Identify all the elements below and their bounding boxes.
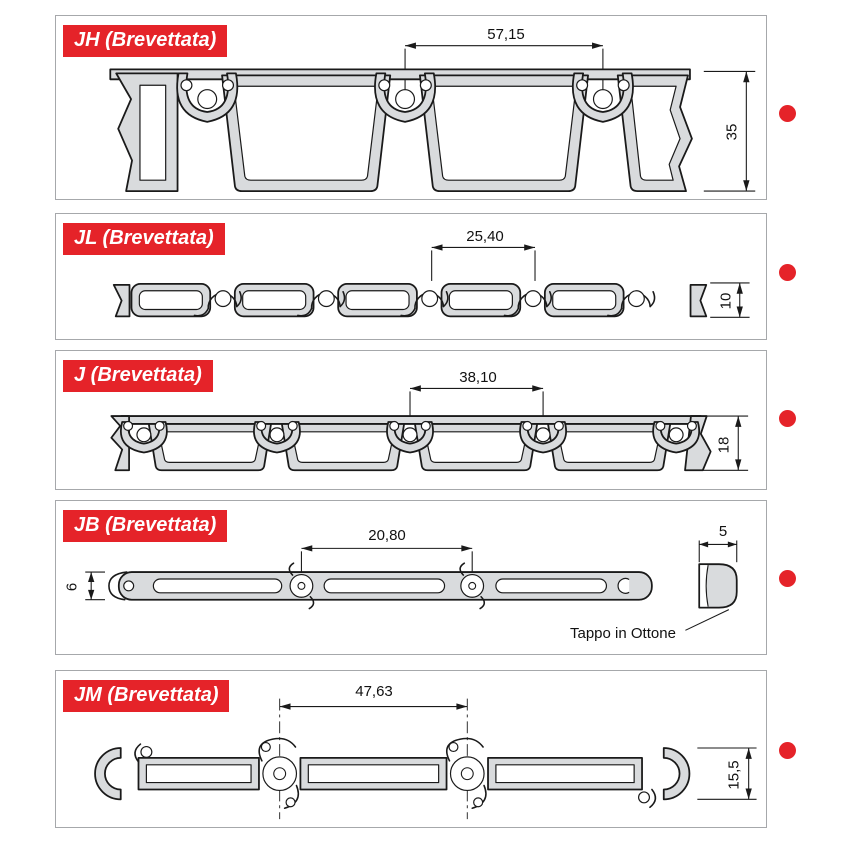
jl-label: JL (Brevettata) <box>63 223 225 255</box>
jl-profile-drawing <box>112 244 750 318</box>
panel-jb: JB (Brevettata) 20,80 5 6 Tappo in Otton… <box>55 500 767 655</box>
jb-height-dimension: 6 <box>63 582 81 592</box>
red-dot-marker <box>779 264 796 281</box>
jl-width-dimension: 25,40 <box>466 228 504 245</box>
panel-jh: JH (Brevettata) 57,15 35 <box>55 15 767 200</box>
jm-height-dimension: 15,5 <box>725 760 743 790</box>
j-width-dimension: 38,10 <box>459 369 497 386</box>
red-dot-marker <box>779 410 796 427</box>
j-label: J (Brevettata) <box>63 360 213 392</box>
jh-profile-drawing <box>109 42 756 192</box>
red-dot-marker <box>779 742 796 759</box>
j-profile-drawing <box>110 385 749 472</box>
jb-width-dimension: 20,80 <box>368 527 406 544</box>
panel-j: J (Brevettata) 38,10 18 <box>55 350 767 490</box>
jl-height-dimension: 10 <box>717 292 735 310</box>
red-dot-marker <box>779 570 796 587</box>
jb-profile-drawing <box>85 540 738 631</box>
j-height-dimension: 18 <box>715 436 733 454</box>
jm-profile-drawing <box>94 698 757 820</box>
jb-cap-width-dimension: 5 <box>718 523 728 540</box>
red-dot-marker <box>779 105 796 122</box>
jh-label: JH (Brevettata) <box>63 25 228 57</box>
jh-width-dimension: 57,15 <box>487 26 525 43</box>
jm-width-dimension: 47,63 <box>355 683 393 700</box>
panel-jm: JM (Brevettata) 47,63 15,5 <box>55 670 767 828</box>
jh-height-dimension: 35 <box>723 123 741 141</box>
jm-label: JM (Brevettata) <box>63 680 230 712</box>
jb-cap-note: Tappo in Ottone <box>570 625 676 642</box>
jb-label: JB (Brevettata) <box>63 510 228 542</box>
panel-jl: JL (Brevettata) 25,40 10 <box>55 213 767 340</box>
